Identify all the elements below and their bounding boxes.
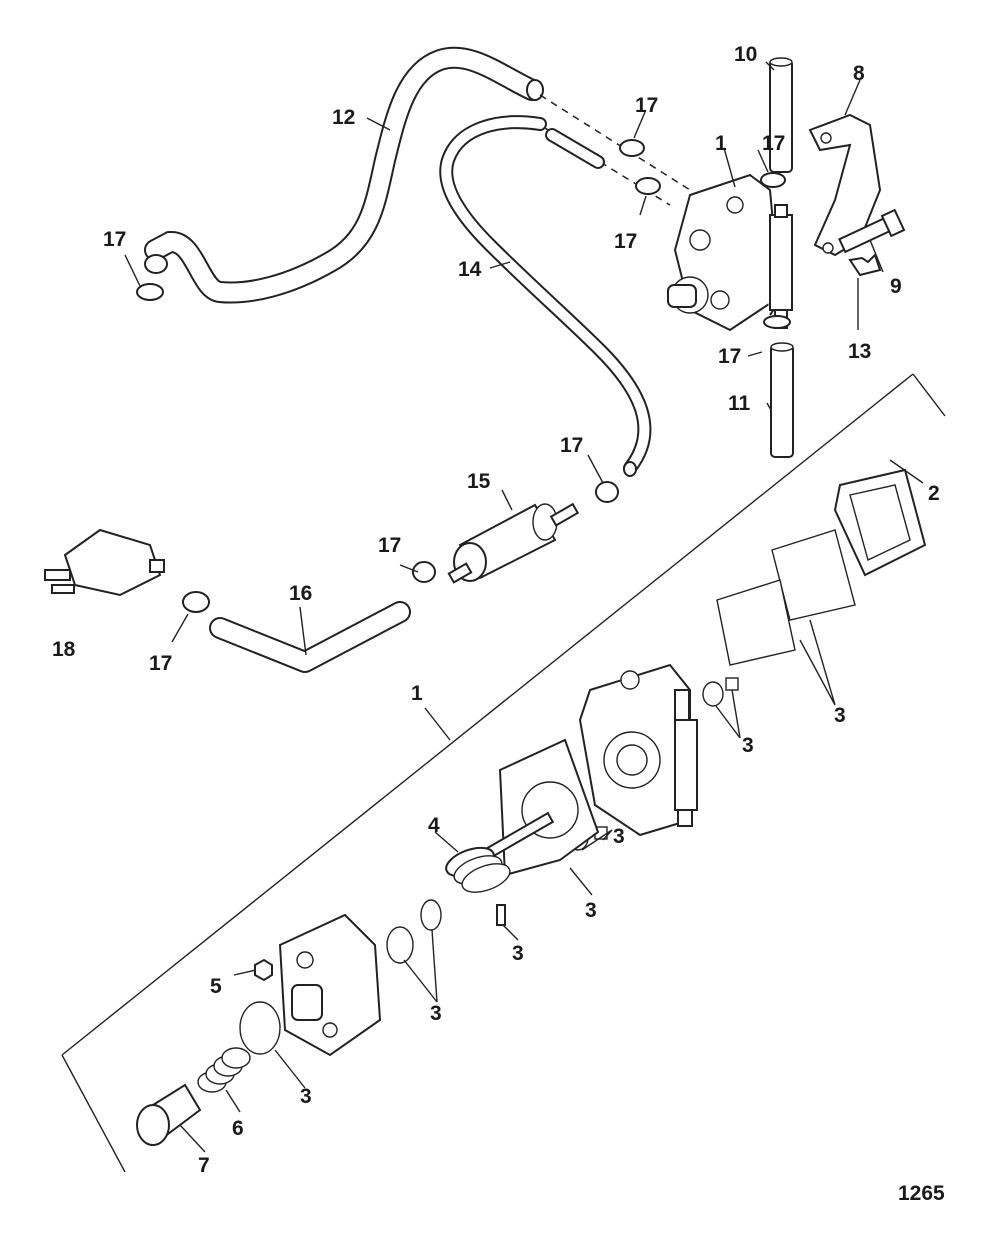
reference-number: 1265 [898, 1182, 945, 1205]
hose-16 [209, 601, 411, 673]
callout-3-valve-right: 3 [742, 734, 754, 757]
callout-17b: 17 [635, 94, 658, 117]
hose-11 [770, 342, 794, 458]
callout-17g: 17 [378, 534, 401, 557]
callout-2: 2 [928, 482, 940, 505]
callout-17a: 17 [103, 228, 126, 251]
callout-9: 9 [890, 275, 902, 298]
spring-6 [197, 1047, 251, 1093]
bracket-8 [808, 113, 882, 257]
callout-8: 8 [853, 62, 865, 85]
callout-1-lower: 1 [411, 682, 423, 705]
plunger-7 [136, 1083, 202, 1146]
callout-4: 4 [428, 814, 440, 837]
callout-3-pin: 3 [512, 942, 524, 965]
clamps-17 [136, 139, 791, 613]
o-rings-3 [239, 899, 442, 1055]
connector-hose [545, 128, 605, 169]
callout-17f: 17 [560, 434, 583, 457]
hose-14 [439, 115, 652, 477]
callout-10: 10 [734, 43, 757, 66]
fuel-connector-18 [44, 528, 165, 597]
callout-15: 15 [467, 470, 491, 493]
clip-13 [848, 253, 882, 277]
bolt-9 [838, 208, 906, 254]
callout-16: 16 [289, 582, 312, 605]
leader-lines [124, 61, 924, 1153]
callout-17d: 17 [614, 230, 637, 253]
callout-labels: 10 8 12 17 17 1 17 17 9 14 13 17 11 17 2… [52, 43, 940, 1177]
gasket-plates-3 [716, 468, 927, 666]
callout-11: 11 [728, 392, 751, 415]
callout-3-diaphragm: 3 [585, 899, 597, 922]
callout-3-ring: 3 [300, 1085, 312, 1108]
fuel-filter-15 [447, 502, 580, 584]
callout-5: 5 [210, 975, 222, 998]
pump-base [278, 913, 382, 1057]
callout-13: 13 [848, 340, 871, 363]
callout-3-orings: 3 [430, 1002, 442, 1025]
assembly-guide-lines [539, 94, 691, 206]
callout-17h: 17 [149, 652, 172, 675]
assembly-bracket-lines [61, 373, 946, 1173]
callout-17c: 17 [762, 132, 785, 155]
spring-4 [445, 846, 511, 893]
callout-6: 6 [232, 1117, 244, 1140]
callout-17e: 17 [718, 345, 741, 368]
callout-3-right: 3 [834, 704, 846, 727]
callout-3-valve-left: 3 [613, 825, 625, 848]
callout-18: 18 [52, 638, 76, 661]
nut-5 [254, 958, 273, 982]
pump-body-middle [578, 663, 698, 837]
hose-12 [144, 46, 544, 304]
callout-7: 7 [198, 1154, 210, 1177]
callout-12: 12 [332, 106, 355, 129]
fuel-pump-assembly-top [667, 173, 793, 332]
pin-3 [496, 904, 506, 926]
callout-1-top: 1 [715, 132, 727, 155]
diaphragm-3 [485, 738, 600, 877]
callout-14: 14 [458, 258, 482, 281]
hose-10 [769, 57, 793, 173]
